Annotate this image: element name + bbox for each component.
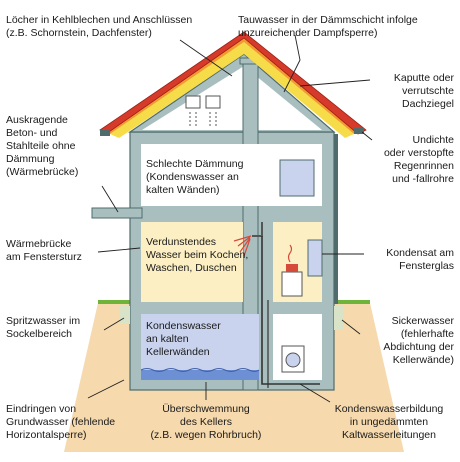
gutter-left [100, 130, 110, 136]
roof-leak-icon [185, 95, 221, 126]
seepage-zone [334, 306, 344, 330]
leader-roof-tiles [299, 79, 371, 87]
room-middle-left [141, 222, 243, 302]
shower-spray [233, 235, 252, 257]
leader-groundwater [87, 379, 125, 399]
flood-wave [140, 368, 260, 372]
attic-space [142, 66, 322, 130]
leader-splash [103, 317, 125, 331]
splash-zone [120, 306, 130, 324]
room-upper-left [141, 144, 274, 206]
gutter-right [354, 128, 364, 134]
leader-top-right [283, 34, 301, 93]
leader-gutters [361, 131, 373, 141]
leader-lines [87, 34, 373, 403]
downspout [334, 134, 338, 304]
leader-cold-pipes [299, 383, 331, 403]
pot [286, 264, 298, 272]
stove [281, 271, 303, 297]
leader-seepage [341, 319, 361, 335]
steam [287, 244, 293, 263]
balcony-slab [91, 207, 143, 219]
window-upper-right [279, 159, 315, 197]
window-middle-right [307, 239, 323, 277]
leader-top-left [179, 39, 233, 77]
roof-insulation [110, 42, 354, 138]
label-top-left: Löcher in Kehlblechen und Anschlüssen(z.… [6, 14, 193, 39]
leader-lintel [97, 247, 141, 253]
leader-cantilever [101, 185, 119, 213]
washing-machine-door [285, 352, 301, 368]
flood-water [141, 370, 259, 380]
